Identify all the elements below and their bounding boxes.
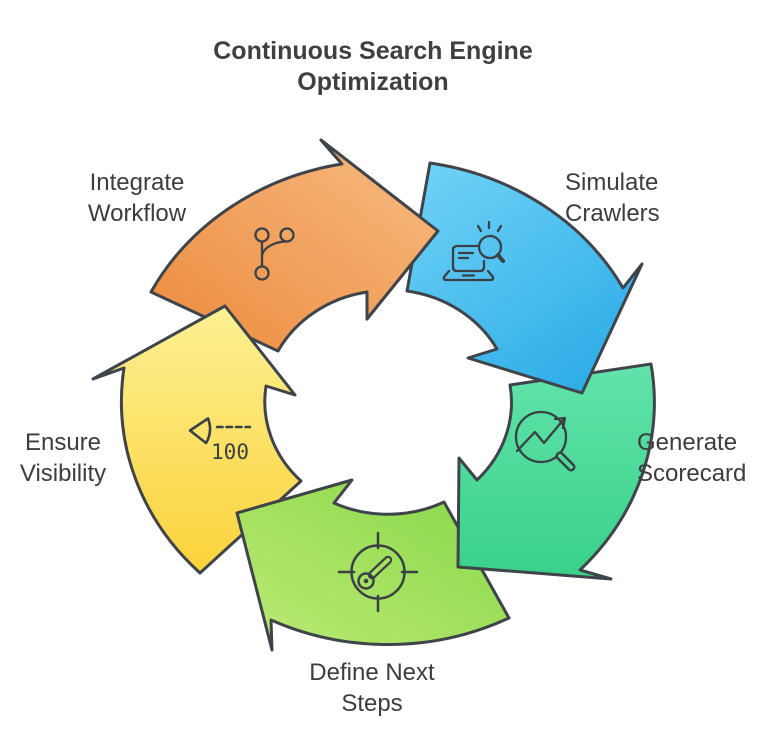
label-simulate-crawlers: Simulate Crawlers — [565, 169, 660, 227]
laptop-base — [442, 269, 495, 282]
git-branch-icon — [254, 227, 295, 281]
target-key-icon — [337, 531, 419, 613]
magnifier-handle — [496, 253, 505, 263]
page-title: Continuous Search Engine Optimization — [213, 37, 533, 96]
label-ensure-visibility: Ensure Visibility — [19, 429, 107, 487]
arrow-simulate-crawlers — [405, 161, 644, 395]
key-shaft-core — [370, 558, 390, 577]
laptop-search-icon — [442, 220, 505, 282]
key-bow-dot — [363, 578, 369, 584]
arrow-define-next-steps — [235, 478, 511, 652]
magnifier-lens — [477, 234, 503, 260]
gauge-score-value: 100 — [211, 440, 249, 464]
trend-arrowhead — [553, 416, 567, 430]
laptop-screen — [451, 244, 486, 273]
arrow-ensure-visibility — [91, 304, 303, 575]
visibility-gauge-icon: 100 — [188, 417, 252, 464]
gauge-wedge — [188, 417, 212, 445]
key-bow — [357, 572, 375, 590]
label-integrate-workflow: Integrate Workflow — [87, 169, 187, 227]
label-define-next-steps: Define Next Steps — [309, 659, 435, 717]
trend-line — [515, 417, 566, 453]
label-generate-scorecard: Generate Scorecard — [637, 429, 747, 487]
sparkle-ray-right — [496, 224, 503, 233]
arrow-generate-scorecard — [456, 362, 656, 581]
chart-lens-handle-core — [558, 454, 573, 469]
sparkle-ray-left — [476, 224, 483, 233]
git-branch-curve — [260, 240, 289, 259]
chart-magnifier-icon — [514, 410, 576, 472]
chart-lens — [514, 410, 568, 464]
